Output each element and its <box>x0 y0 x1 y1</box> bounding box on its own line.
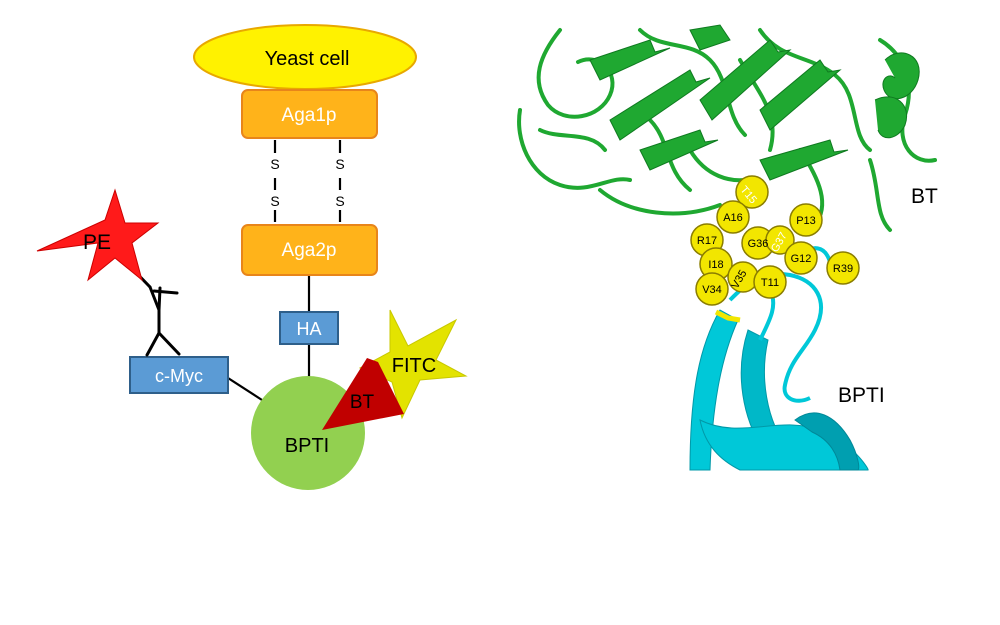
yeast-display-schematic: S S S S Yeast cell Aga1p Aga2p HA c-Myc <box>36 24 468 490</box>
bt-sheet-2 <box>609 69 711 141</box>
residue-sphere-g37 <box>765 225 795 255</box>
bt-ribbon <box>517 28 937 232</box>
disulfide-s-left-1: S <box>270 156 279 172</box>
bt-loop-g <box>868 158 892 232</box>
bt-loop-b <box>517 108 632 190</box>
bt-sheet-5 <box>639 129 719 171</box>
disulfide-s-right-2: S <box>335 193 344 209</box>
bt-sheet-3 <box>699 39 792 121</box>
bt-loop-c <box>598 188 722 216</box>
cmyc-bpti-link <box>227 377 263 401</box>
complex-structure: T15 A16 P13 R17 G36 G37 G12 R39 I18 V35 … <box>517 24 938 471</box>
bpti-helix-shade <box>794 412 860 471</box>
yeast-cell-label: Yeast cell <box>265 48 350 70</box>
bpti-yellow-segment <box>714 309 741 323</box>
residue-label-g12: G12 <box>791 253 812 265</box>
ha-tag-box <box>279 311 339 345</box>
antibody-fc-left <box>148 285 161 312</box>
residue-sphere-p13 <box>789 203 823 237</box>
bpti-ribbon <box>689 246 869 471</box>
antibody-shape <box>120 256 181 357</box>
pe-star-shape <box>36 188 160 282</box>
ha-tag-label: HA <box>296 319 321 339</box>
antibody-fab-right <box>157 331 181 356</box>
antibody-fab-left <box>145 331 161 357</box>
bt-helix-turn-2 <box>874 96 907 139</box>
bt-loop-h <box>688 148 757 183</box>
bt-sheet-7 <box>689 24 731 51</box>
cmyc-tag-box <box>129 356 229 394</box>
bt-sheet-6 <box>759 139 849 181</box>
interface-residues <box>690 175 860 306</box>
connector-lines <box>227 140 342 401</box>
residue-label-r39: R39 <box>833 263 853 275</box>
residue-sphere-r39 <box>826 251 860 285</box>
cmyc-tag-label: c-Myc <box>155 366 203 386</box>
aga2p-label: Aga2p <box>282 240 337 261</box>
bt-sheet-4 <box>759 59 842 131</box>
fitc-label: FITC <box>392 355 436 377</box>
bt-beta-sheets <box>589 24 849 181</box>
pe-label: PE <box>83 231 111 254</box>
antibody-crossbar <box>152 289 179 295</box>
residue-sphere-v34 <box>695 272 729 306</box>
residue-sphere-a16 <box>716 200 750 234</box>
bpti-beta-strand-1 <box>689 309 739 471</box>
disulfide-s-right-1: S <box>335 156 344 172</box>
residue-sphere-t15 <box>735 175 769 209</box>
disulfide-s-left-2: S <box>270 193 279 209</box>
bt-loop-d <box>638 28 747 137</box>
residue-label-t11: T11 <box>761 277 779 289</box>
aga2p-box <box>241 224 378 276</box>
bt-wedge-shape <box>322 358 404 430</box>
aga1p-label: Aga1p <box>282 105 337 126</box>
residue-sphere-t11 <box>753 265 787 299</box>
structure-bt-label: BT <box>911 185 938 208</box>
bpti-circle <box>251 376 365 490</box>
bt-loop-e <box>758 28 872 152</box>
structure-bpti-label: BPTI <box>838 384 885 407</box>
aga1p-box <box>241 89 378 139</box>
residue-label-a16: A16 <box>723 212 743 224</box>
residue-label-i18: I18 <box>708 259 723 271</box>
bt-label: BT <box>350 392 375 413</box>
bt-sheet-1 <box>589 39 671 81</box>
residue-label-v34: V34 <box>702 284 722 296</box>
residue-label-r17: R17 <box>697 235 717 247</box>
residue-label-g36: G36 <box>748 238 769 250</box>
residue-sphere-g12 <box>784 241 818 275</box>
residue-label-p13: P13 <box>796 215 816 227</box>
bpti-label: BPTI <box>285 435 329 457</box>
bt-helix <box>874 52 920 139</box>
bt-helix-turn-1 <box>882 52 920 100</box>
bt-loop-k <box>538 128 607 152</box>
